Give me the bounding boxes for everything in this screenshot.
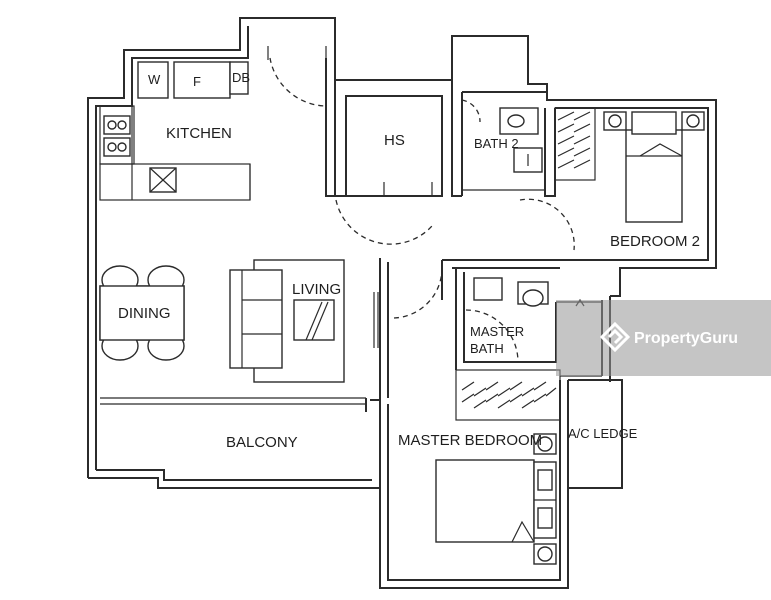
master-bath-label-line2: BATH (470, 341, 504, 356)
bedroom2-label: BEDROOM 2 (610, 233, 700, 250)
living-label: LIVING (292, 281, 341, 298)
room-labels: KITCHEN W F DB HS BATH 2 BEDROOM 2 LIVIN… (118, 70, 700, 451)
watermark-text: PropertyGuru (634, 330, 739, 347)
kitchen-label: KITCHEN (166, 125, 232, 142)
master-bath-label-line1: MASTER (470, 324, 524, 339)
washer-label: W (148, 72, 161, 87)
interior-walls (99, 58, 616, 421)
exterior-walls (87, 17, 717, 589)
door-swings (267, 46, 575, 363)
fridge-label: F (193, 74, 201, 89)
balcony-label: BALCONY (226, 434, 298, 451)
master-bedroom-label: MASTER BEDROOM (398, 432, 542, 449)
bath2-label: BATH 2 (474, 136, 519, 151)
hs-label: HS (384, 132, 405, 149)
dining-label: DINING (118, 305, 171, 322)
propertyguru-logo-icon (600, 322, 630, 352)
ac-ledge-label: A/C LEDGE (568, 426, 638, 441)
db-label: DB (232, 70, 250, 85)
watermark-band (556, 300, 771, 376)
fixtures (99, 61, 705, 565)
